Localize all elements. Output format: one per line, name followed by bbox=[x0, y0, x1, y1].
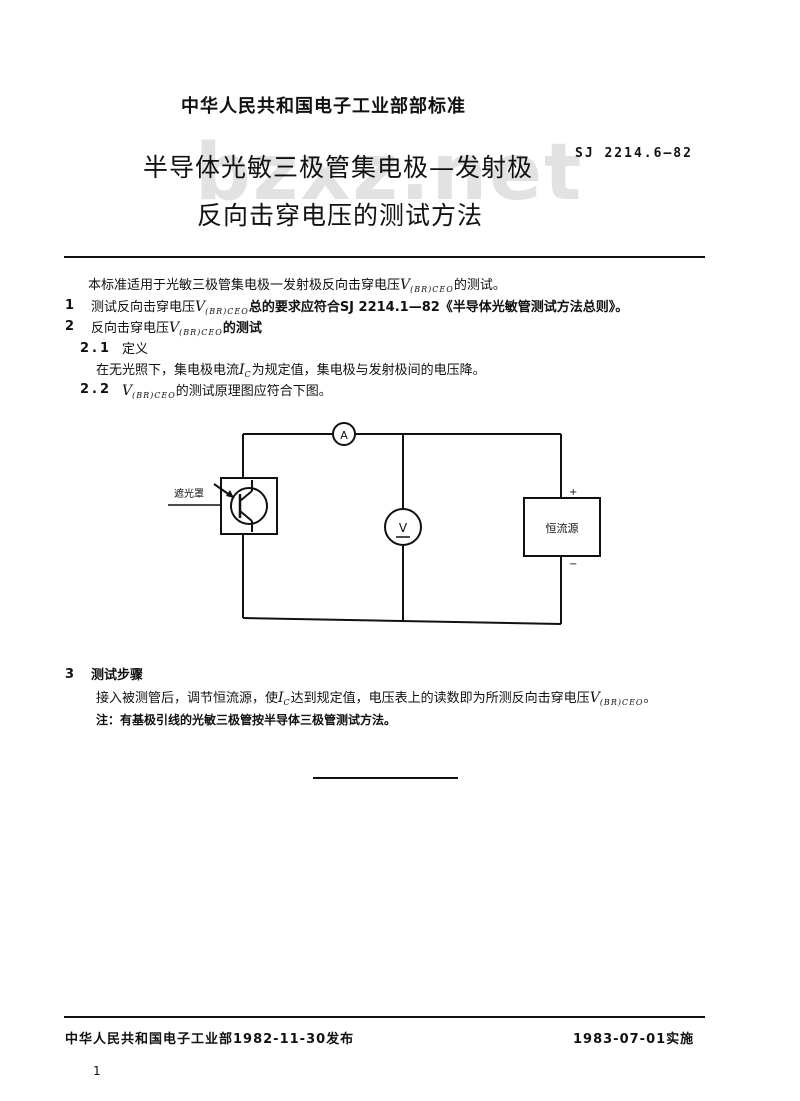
intro-paragraph: 本标准适用于光敏三极管集电极一发射极反向击穿电压V(BR)CEO的测试。 bbox=[88, 277, 506, 294]
page-number: 1 bbox=[93, 1064, 101, 1078]
effective-date: 1983-07-01实施 bbox=[573, 1032, 695, 1047]
section-1-text: 测试反向击穿电压V(BR)CEO总的要求应符合SJ 2214.1—82《半导体光… bbox=[91, 299, 629, 316]
header-rule bbox=[64, 256, 705, 258]
phototransistor-symbol bbox=[230, 487, 268, 525]
voltmeter-label: V bbox=[399, 521, 408, 535]
plus-sign: + bbox=[569, 487, 577, 498]
section-3-paragraph: 接入被测管后，调节恒流源，使IC达到规定值，电压表上的读数即为所测反向击穿电压V… bbox=[96, 690, 657, 707]
ammeter-icon bbox=[332, 422, 356, 446]
section-3-number: 3 bbox=[65, 667, 75, 682]
shield-label: 遮光罩 bbox=[174, 487, 204, 500]
section-2-heading: 反向击穿电压V(BR)CEO的测试 bbox=[91, 320, 262, 337]
section-2-1-heading: 定义 bbox=[122, 342, 149, 357]
ammeter-label: A bbox=[340, 429, 348, 442]
section-2-number: 2 bbox=[65, 319, 75, 334]
watermark: bzxz.net bbox=[195, 128, 584, 218]
document-title-line2: 反向击穿电压的测试方法 bbox=[197, 201, 484, 230]
section-2-1-number: 2.1 bbox=[80, 341, 113, 356]
footer-rule bbox=[64, 1016, 705, 1018]
source-label: 恒流源 bbox=[546, 521, 579, 535]
document-title-line1: 半导体光敏三极管集电极—发射极 bbox=[143, 153, 534, 182]
section-3-heading: 测试步骤 bbox=[91, 668, 144, 683]
light-shield-box bbox=[220, 477, 278, 535]
section-3-note: 注：有基极引线的光敏三极管按半导体三极管测试方法。 bbox=[96, 713, 397, 727]
section-2-1-definition: 在无光照下，集电极电流IC为规定值，集电极与发射极间的电压降。 bbox=[96, 362, 486, 379]
section-2-2-number: 2.2 bbox=[80, 382, 113, 397]
minus-sign: − bbox=[569, 559, 577, 570]
voltmeter-icon bbox=[384, 508, 422, 546]
constant-current-source-box bbox=[523, 497, 601, 557]
section-2-2-text: V(BR)CEO的测试原理图应符合下图。 bbox=[122, 383, 332, 400]
section-1-number: 1 bbox=[65, 298, 75, 313]
end-rule bbox=[313, 777, 458, 779]
ministry-title: 中华人民共和国电子工业部部标准 bbox=[181, 96, 466, 117]
standard-code: SJ 2214.6—82 bbox=[575, 146, 693, 161]
issue-date: 中华人民共和国电子工业部1982-11-30发布 bbox=[65, 1032, 355, 1047]
